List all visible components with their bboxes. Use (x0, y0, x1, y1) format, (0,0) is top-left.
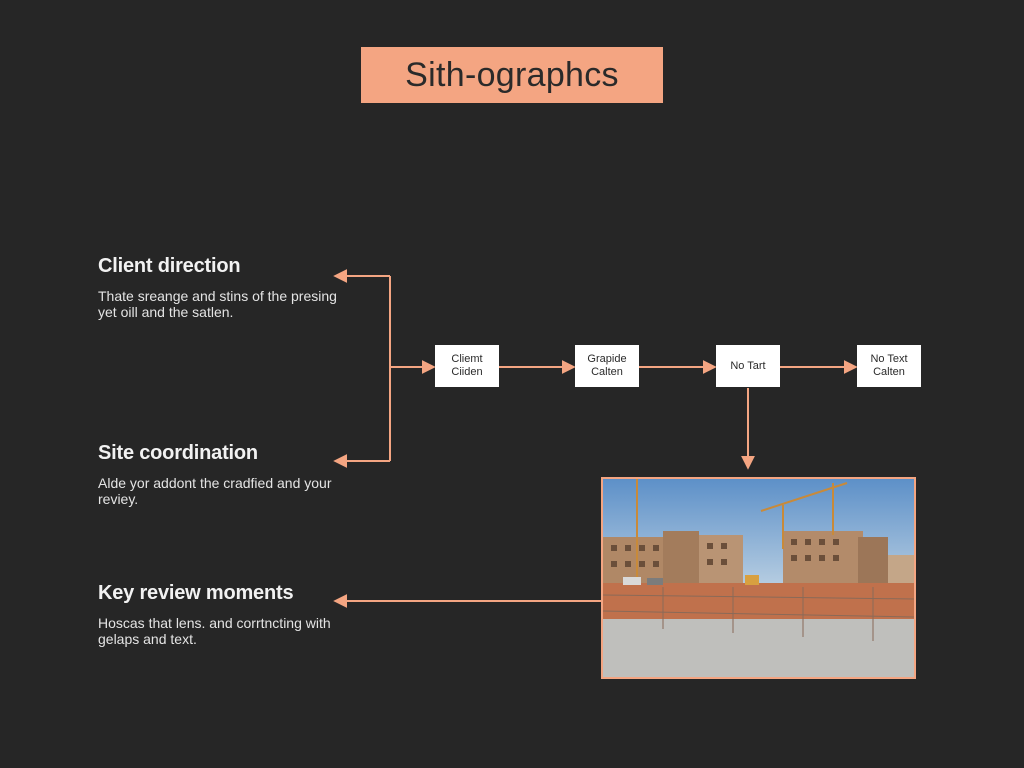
flow-node-2: Grapide Calten (575, 345, 639, 387)
diagram-title: Sith-ographcs (361, 47, 663, 103)
node-label-line1: Grapide (587, 353, 627, 365)
construction-scene-image (603, 479, 914, 677)
section-body: Hoscas that lens. and corrtncting with g… (98, 615, 331, 647)
section-body: Alde yor addont the cradfied and your re… (98, 475, 332, 507)
node-label-line2: Calten (591, 366, 623, 378)
section-heading: Site coordination (98, 442, 258, 464)
section-site-coordination: Site coordination Alde yor addont the cr… (98, 442, 338, 507)
section-heading: Client direction (98, 255, 241, 277)
node-label-line1: No Tart (730, 359, 766, 372)
flow-node-1: Cliemt Ciiden (435, 345, 499, 387)
section-heading: Key review moments (98, 582, 294, 604)
node-label-line2: Calten (873, 366, 905, 378)
node-label-line2: Ciiden (451, 366, 483, 378)
construction-site-photo (601, 477, 916, 679)
node-label-line1: No Text (870, 353, 908, 365)
section-body: Thate sreange and stins of the presing y… (98, 288, 337, 320)
section-client-direction: Client direction Thate sreange and stins… (98, 255, 338, 320)
section-key-review-moments: Key review moments Hoscas that lens. and… (98, 582, 338, 647)
flow-node-3: No Tart (716, 345, 780, 387)
flow-node-4: No Text Calten (857, 345, 921, 387)
node-label-line1: Cliemt (451, 353, 483, 365)
